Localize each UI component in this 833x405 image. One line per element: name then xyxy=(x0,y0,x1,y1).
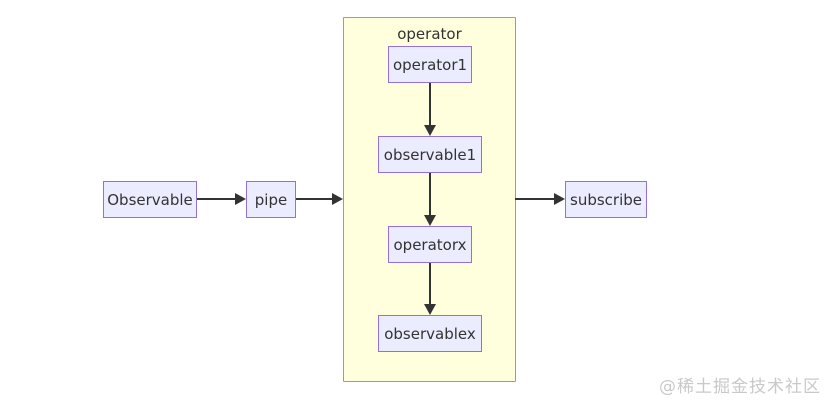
arrow-operator-to-subscribe xyxy=(515,193,565,205)
node-subscribe: subscribe xyxy=(565,181,647,218)
arrow-operator1-to-observable1 xyxy=(424,83,436,136)
node-operator1: operator1 xyxy=(388,46,472,83)
node-observable1: observable1 xyxy=(378,136,482,173)
watermark-text: @稀土掘金技术社区 xyxy=(659,377,821,397)
node-observable: Observable xyxy=(103,181,197,218)
node-pipe: pipe xyxy=(246,181,296,218)
arrow-operatorx-to-observablex xyxy=(424,263,436,315)
arrow-observable1-to-operatorx xyxy=(424,173,436,226)
node-observablex: observablex xyxy=(378,315,482,352)
arrow-pipe-to-operator xyxy=(296,193,343,205)
arrow-observable-to-pipe xyxy=(197,193,246,205)
operator-cluster-label: operator xyxy=(397,25,462,43)
node-operatorx: operatorx xyxy=(388,226,472,263)
